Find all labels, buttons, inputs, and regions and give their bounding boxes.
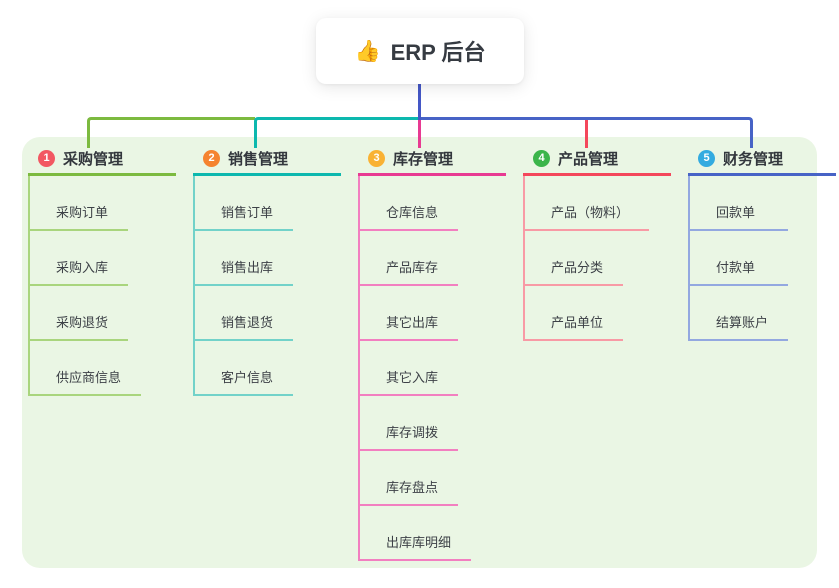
- child-node-label: 产品单位: [551, 315, 604, 330]
- branch-5: 5 财务管理 回款单付款单结算账户: [688, 137, 836, 341]
- branch-children: 仓库信息产品库存其它出库其它入库库存调拨库存盘点出库库明细: [358, 176, 506, 561]
- branch-children: 采购订单采购入库采购退货供应商信息: [28, 176, 176, 396]
- child-node[interactable]: 产品分类: [525, 231, 624, 286]
- child-node[interactable]: 付款单: [690, 231, 788, 286]
- root-node[interactable]: 👍 ERP 后台: [316, 18, 524, 84]
- branch-label: 销售管理: [228, 150, 289, 168]
- child-node-label: 仓库信息: [386, 205, 439, 220]
- connector-drop-branch-3: [418, 120, 421, 148]
- child-node[interactable]: 出库库明细: [360, 506, 472, 561]
- child-node-label: 客户信息: [221, 370, 274, 385]
- child-node[interactable]: 客户信息: [195, 341, 294, 396]
- child-node[interactable]: 采购入库: [30, 231, 129, 286]
- child-node-label: 付款单: [716, 260, 756, 275]
- child-node-label: 销售订单: [221, 205, 274, 220]
- branch-children: 产品（物料） 产品分类产品单位: [523, 176, 671, 341]
- child-node[interactable]: 回款单: [690, 176, 788, 231]
- branch-children: 回款单付款单结算账户: [688, 176, 836, 341]
- child-node-label: 采购入库: [56, 260, 109, 275]
- branch-label: 产品管理: [558, 150, 619, 168]
- connector-drop-branch-4: [585, 120, 588, 148]
- child-node-label: 销售退货: [221, 315, 274, 330]
- child-node[interactable]: 结算账户: [690, 286, 789, 341]
- child-node[interactable]: 产品单位: [525, 286, 624, 341]
- child-node[interactable]: 其它出库: [360, 286, 459, 341]
- child-node[interactable]: 销售退货: [195, 286, 294, 341]
- thumbs-up-icon: 👍: [354, 39, 381, 63]
- child-node[interactable]: 销售订单: [195, 176, 294, 231]
- connector-elbow-branch-1: [87, 117, 255, 148]
- branch-4: 4 产品管理 产品（物料） 产品分类产品单位: [523, 137, 671, 341]
- child-node-label: 供应商信息: [56, 370, 122, 385]
- child-node-label: 采购退货: [56, 315, 109, 330]
- connector-elbow-branch-2: [254, 117, 420, 148]
- child-node[interactable]: 销售出库: [195, 231, 294, 286]
- child-node[interactable]: 库存盘点: [360, 451, 459, 506]
- branches-panel: 1 采购管理 采购订单采购入库采购退货供应商信息 2 销售管理 销售订单销售出库…: [22, 137, 836, 568]
- branch-number-badge: 3: [368, 149, 385, 167]
- child-node[interactable]: 其它入库: [360, 341, 459, 396]
- branch-header[interactable]: 5 财务管理: [688, 137, 836, 176]
- child-node[interactable]: 产品（物料）: [525, 176, 650, 231]
- child-node-label: 其它入库: [386, 370, 439, 385]
- branch-3: 3 库存管理 仓库信息产品库存其它出库其它入库库存调拨库存盘点出库库明细: [358, 137, 506, 561]
- child-node[interactable]: 库存调拨: [360, 396, 459, 451]
- child-node[interactable]: 采购订单: [30, 176, 129, 231]
- child-node-label: 结算账户: [716, 315, 769, 330]
- branch-header[interactable]: 1 采购管理: [28, 137, 176, 176]
- child-node[interactable]: 产品库存: [360, 231, 459, 286]
- branch-children: 销售订单销售出库销售退货客户信息: [193, 176, 341, 396]
- child-node[interactable]: 采购退货: [30, 286, 129, 341]
- branch-label: 采购管理: [63, 150, 124, 168]
- child-node[interactable]: 仓库信息: [360, 176, 459, 231]
- child-node-label: 产品分类: [551, 260, 604, 275]
- branch-number-badge: 4: [533, 149, 550, 167]
- child-node-label: 其它出库: [386, 315, 439, 330]
- child-node-label: 采购订单: [56, 205, 109, 220]
- branch-header[interactable]: 3 库存管理: [358, 137, 506, 176]
- branch-2: 2 销售管理 销售订单销售出库销售退货客户信息: [193, 137, 341, 396]
- branch-1: 1 采购管理 采购订单采购入库采购退货供应商信息: [28, 137, 176, 396]
- child-node-label: 库存调拨: [386, 425, 439, 440]
- connector-elbow-branch-5: [420, 117, 753, 148]
- branch-number-badge: 1: [38, 149, 55, 167]
- branch-label: 库存管理: [393, 150, 454, 168]
- child-node-label: 产品库存: [386, 260, 439, 275]
- child-node-label: 回款单: [716, 205, 756, 220]
- child-node[interactable]: 供应商信息: [30, 341, 142, 396]
- child-node-label: 销售出库: [221, 260, 274, 275]
- child-node-label: 产品（物料）: [551, 205, 630, 220]
- branch-number-badge: 2: [203, 149, 220, 167]
- child-node-label: 出库库明细: [386, 535, 452, 550]
- branch-header[interactable]: 2 销售管理: [193, 137, 341, 176]
- connector-root-stem: [418, 84, 421, 120]
- child-node-label: 库存盘点: [386, 480, 439, 495]
- branch-header[interactable]: 4 产品管理: [523, 137, 671, 176]
- branch-label: 财务管理: [723, 150, 784, 168]
- branch-number-badge: 5: [698, 149, 715, 167]
- root-node-label: ERP 后台: [390, 40, 486, 65]
